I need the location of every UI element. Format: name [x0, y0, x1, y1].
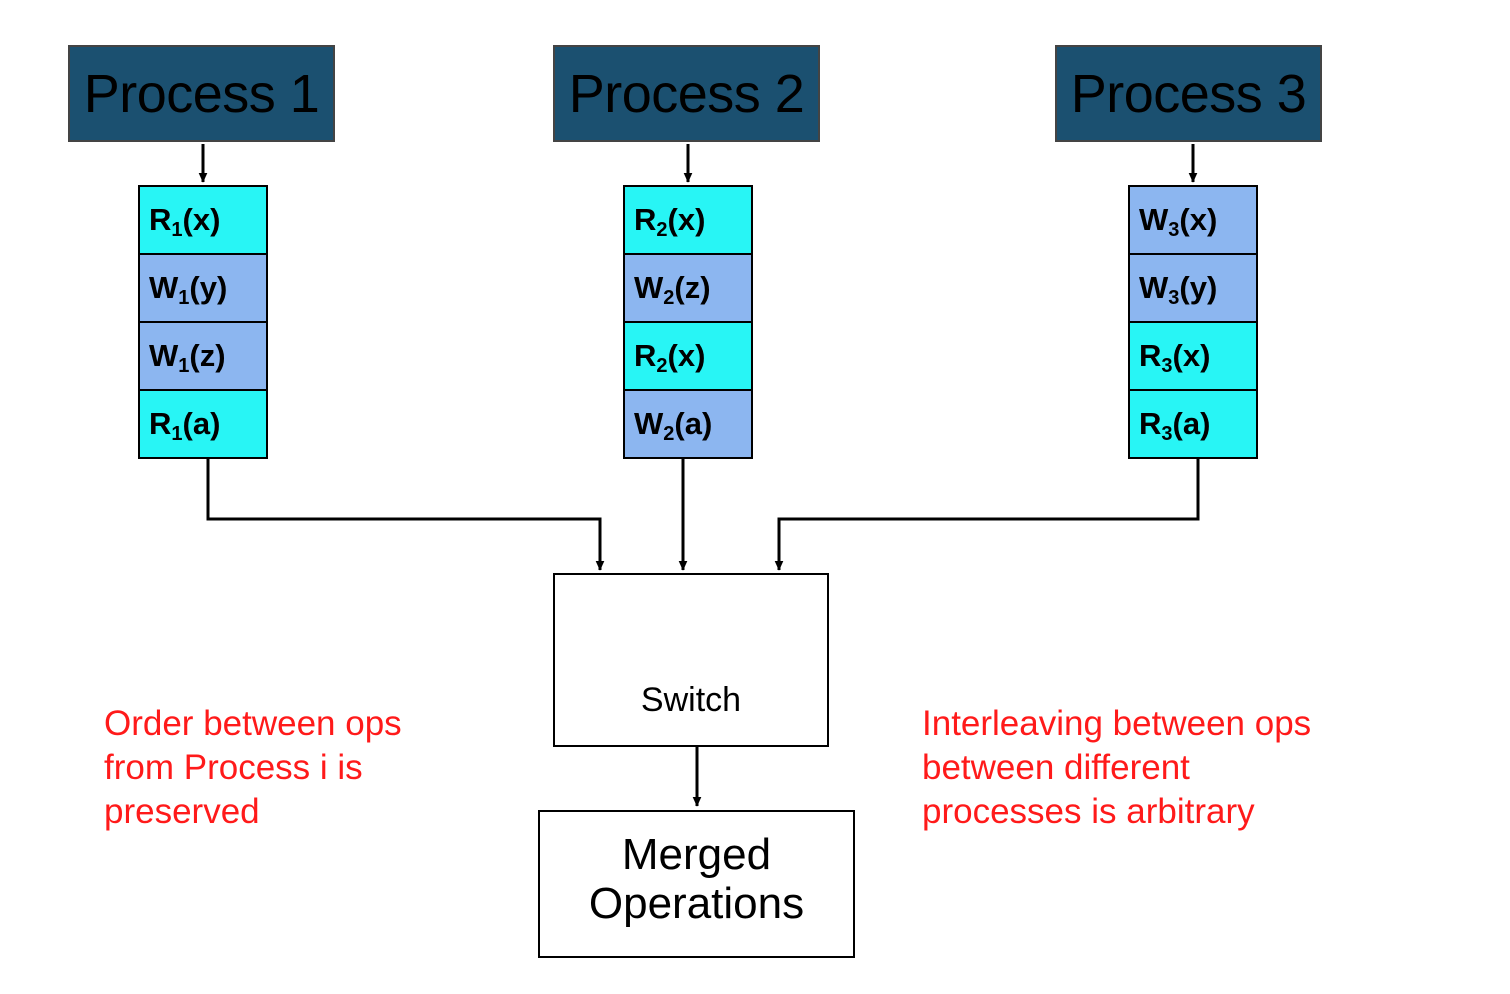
process-1-title: Process 1 [83, 63, 320, 124]
op-cell-r1a[interactable]: R1(a) [138, 389, 268, 459]
op-label: R3(a) [1139, 406, 1211, 445]
op-label: W2(a) [634, 406, 713, 445]
op-label: R2(x) [634, 338, 706, 377]
connector-process1-to-switch [206, 459, 605, 571]
process-2-title: Process 2 [568, 63, 805, 124]
merged-operations-label: Merged Operations [540, 830, 853, 929]
process-3-op-stack: W3(x) W3(y) R3(x) R3(a) [1128, 185, 1258, 459]
op-cell-w2a[interactable]: W2(a) [623, 389, 753, 459]
process-3-header[interactable]: Process 3 [1055, 45, 1322, 142]
note-right-line-2: between different [922, 748, 1190, 788]
process-1-header[interactable]: Process 1 [68, 45, 335, 142]
op-label: W2(z) [634, 270, 711, 309]
process-3-title: Process 3 [1070, 63, 1307, 124]
process-1-op-stack: R1(x) W1(y) W1(z) R1(a) [138, 185, 268, 459]
process-2-header[interactable]: Process 2 [553, 45, 820, 142]
op-cell-w3x[interactable]: W3(x) [1128, 185, 1258, 255]
switch-label: Switch [640, 681, 742, 719]
merged-line-2: Operations [588, 879, 805, 929]
op-cell-w2z[interactable]: W2(z) [623, 253, 753, 323]
switch-box[interactable]: Switch [553, 573, 829, 747]
op-label: W3(x) [1139, 202, 1218, 241]
note-left-line-2: from Process i is [104, 748, 363, 788]
op-cell-r2x-2[interactable]: R2(x) [623, 321, 753, 391]
note-right-line-1: Interleaving between ops [922, 704, 1312, 743]
op-label: R1(x) [149, 202, 221, 241]
op-cell-r3a[interactable]: R3(a) [1128, 389, 1258, 459]
op-label: W1(y) [149, 270, 228, 309]
connector-process3-to-switch [774, 459, 1200, 571]
op-label: R2(x) [634, 202, 706, 241]
op-cell-r2x-1[interactable]: R2(x) [623, 185, 753, 255]
merged-line-1: Merged [621, 830, 772, 879]
op-label: W1(z) [149, 338, 226, 377]
op-label: R1(a) [149, 406, 221, 445]
op-cell-w3y[interactable]: W3(y) [1128, 253, 1258, 323]
op-label: W3(y) [1139, 270, 1218, 309]
op-cell-w1z[interactable]: W1(z) [138, 321, 268, 391]
note-right-line-3: processes is arbitrary [922, 792, 1255, 832]
note-order-preserved: Order between ops from Process i is pres… [104, 702, 402, 834]
op-cell-w1y[interactable]: W1(y) [138, 253, 268, 323]
op-label: R3(x) [1139, 338, 1211, 377]
note-interleaving-arbitrary: Interleaving between ops between differe… [922, 702, 1311, 834]
op-cell-r1x[interactable]: R1(x) [138, 185, 268, 255]
process-2-op-stack: R2(x) W2(z) R2(x) W2(a) [623, 185, 753, 459]
merged-operations-box[interactable]: Merged Operations [538, 810, 855, 958]
note-left-line-1: Order between ops [104, 704, 402, 743]
op-cell-r3x[interactable]: R3(x) [1128, 321, 1258, 391]
note-left-line-3: preserved [104, 792, 260, 832]
